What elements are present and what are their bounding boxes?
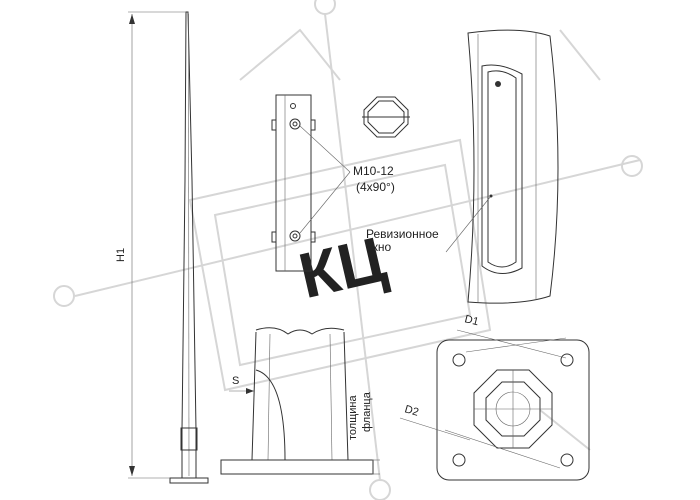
s-label: S <box>232 375 239 387</box>
pole-elevation: H1 <box>115 11 209 484</box>
bolt-count-label: (4x90°) <box>356 180 395 194</box>
base-inner-wall <box>329 333 333 461</box>
watermark-rect-inner <box>213 163 472 367</box>
window-screw <box>495 81 501 87</box>
base-section: S толщина фланца <box>220 327 380 475</box>
bolt-leader-bottom <box>299 171 351 234</box>
flange-label-line1: толщина <box>347 395 359 440</box>
watermark-stripes-side <box>539 29 601 451</box>
bracket-tab <box>271 119 277 131</box>
flange-label-line2: фланца <box>361 391 373 432</box>
s-arrow <box>246 388 254 394</box>
window-leader-dot <box>489 194 493 198</box>
bracket-hole <box>290 103 296 109</box>
d2-label: D2 <box>403 403 420 418</box>
watermark-circle-left <box>53 285 75 307</box>
octagon-outer <box>363 96 409 138</box>
bolt-head-top <box>289 118 301 130</box>
watermark-circle-top <box>314 0 336 15</box>
bolt-core-bottom <box>292 233 298 239</box>
bolt-leader-top <box>299 125 351 173</box>
bracket-tab <box>271 231 277 243</box>
window-label-line1: Ревизионное <box>366 227 439 241</box>
pole-base-flange <box>169 477 209 484</box>
bolt-core-top <box>292 121 298 127</box>
flange-plan: D1 D2 <box>399 313 590 481</box>
window-leader <box>445 195 492 253</box>
watermark-circle-bottom <box>369 479 391 500</box>
d2-dimension-line <box>399 417 471 441</box>
anchor-hole <box>560 453 574 467</box>
base-octagon-outer <box>473 369 553 449</box>
base-flange-plate <box>220 459 374 475</box>
watermark-stripes-top <box>239 28 341 81</box>
base-octagon-inner <box>485 381 541 437</box>
anchor-hole <box>452 453 466 467</box>
base-inner-wall <box>267 333 271 461</box>
d1-label: D1 <box>463 313 480 328</box>
inspection-window-detail: Ревизионное окно <box>366 29 559 304</box>
bracket-tab <box>310 119 316 131</box>
anchor-hole <box>560 353 574 367</box>
watermark: КЦ <box>53 0 643 500</box>
watermark-circle-right <box>621 155 643 177</box>
bolt-head-bottom <box>289 230 301 242</box>
pole-centerline <box>188 13 190 477</box>
anchor-hole <box>452 353 466 367</box>
watermark-line-vertical <box>324 13 381 481</box>
base-break-line <box>255 327 345 335</box>
bolt-size-label: M10-12 <box>353 164 394 178</box>
window-label-line2: окно <box>366 240 392 254</box>
base-wall-right <box>343 331 349 461</box>
window-opening <box>487 70 517 268</box>
window-frame <box>481 64 523 274</box>
tube-detail-outline <box>467 29 559 304</box>
base-wall-left <box>251 331 257 461</box>
bracket-tube <box>275 94 312 272</box>
watermark-rect-outer <box>188 138 492 392</box>
h1-label: H1 <box>115 248 127 262</box>
flange-plate <box>436 339 590 481</box>
pole-base-segment <box>180 427 198 451</box>
d1-dimension-line <box>456 329 567 359</box>
bracket-section: M10-12 (4x90°) <box>271 94 395 272</box>
d2-extension <box>444 429 561 469</box>
bracket-tab <box>310 231 316 243</box>
watermark-line-left <box>74 159 641 297</box>
octagon-inner <box>367 100 405 134</box>
base-gusset <box>255 369 286 461</box>
octagon-section <box>362 96 410 138</box>
